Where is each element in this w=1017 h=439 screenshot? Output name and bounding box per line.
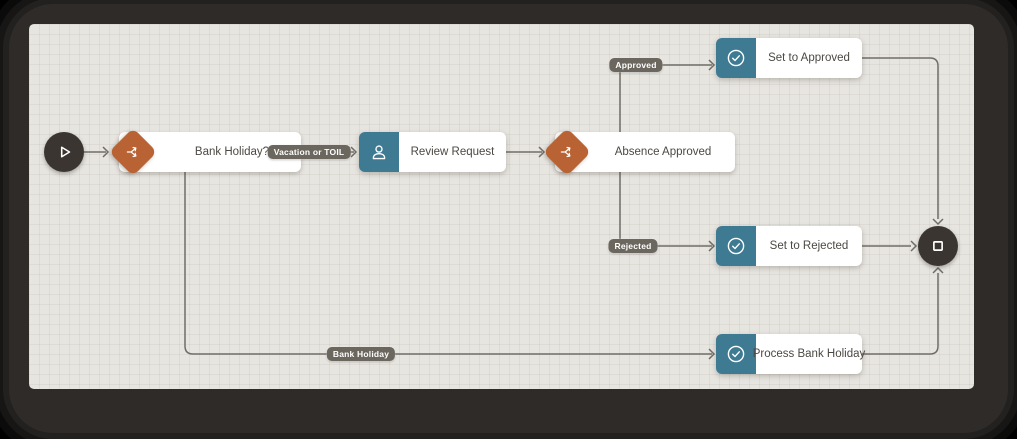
task-tile <box>716 38 756 78</box>
edge-rejected-to-end[interactable] <box>862 240 918 252</box>
node-end-event[interactable] <box>918 226 958 266</box>
task-tile <box>716 226 756 266</box>
gateway-shape[interactable] <box>108 127 158 177</box>
task-card: Set to Rejected <box>756 226 862 266</box>
edge-label-bank-holiday[interactable]: Bank Holiday <box>326 347 396 361</box>
play-icon <box>53 141 75 163</box>
node-start-event[interactable] <box>44 132 84 172</box>
user-icon <box>368 141 390 163</box>
node-label: Set to Rejected <box>769 240 849 252</box>
task-card: Set to Approved <box>756 38 862 78</box>
node-review-request[interactable]: Review Request <box>359 132 506 172</box>
edge-label-approved[interactable]: Approved <box>609 58 663 72</box>
node-label: Absence Approved <box>614 146 712 158</box>
node-process-bank-holiday[interactable]: Process Bank Holiday <box>716 334 865 374</box>
task-card: Process Bank Holiday <box>753 334 865 374</box>
branch-icon <box>124 143 142 161</box>
branch-icon <box>558 143 576 161</box>
gateway-shape[interactable] <box>542 127 592 177</box>
edge-label-vacation-or-toil[interactable]: Vacation or TOIL <box>267 145 351 159</box>
window-frame: Bank Holiday? <box>9 4 1008 433</box>
node-label: Process Bank Holiday <box>752 348 866 360</box>
check-circle-icon <box>725 47 747 69</box>
stop-icon <box>927 235 949 257</box>
workflow-canvas[interactable]: Bank Holiday? <box>29 24 974 389</box>
node-label: Bank Holiday? <box>194 146 270 158</box>
node-set-to-approved[interactable]: Set to Approved <box>716 38 862 78</box>
check-circle-icon <box>725 343 747 365</box>
task-tile <box>716 334 756 374</box>
node-set-to-rejected[interactable]: Set to Rejected <box>716 226 862 266</box>
check-circle-icon <box>725 235 747 257</box>
edge-bank-holiday[interactable] <box>184 172 716 360</box>
edge-review-to-absence[interactable] <box>506 146 546 158</box>
edge-label-rejected[interactable]: Rejected <box>608 239 658 253</box>
edge-approved-to-end[interactable] <box>862 57 944 226</box>
node-label: Set to Approved <box>768 52 850 64</box>
edge-start-to-bank-holiday[interactable] <box>84 146 110 158</box>
task-card: Review Request <box>399 132 506 172</box>
task-tile <box>359 132 399 172</box>
node-label: Review Request <box>410 146 495 158</box>
edge-process-to-end[interactable] <box>862 266 944 355</box>
